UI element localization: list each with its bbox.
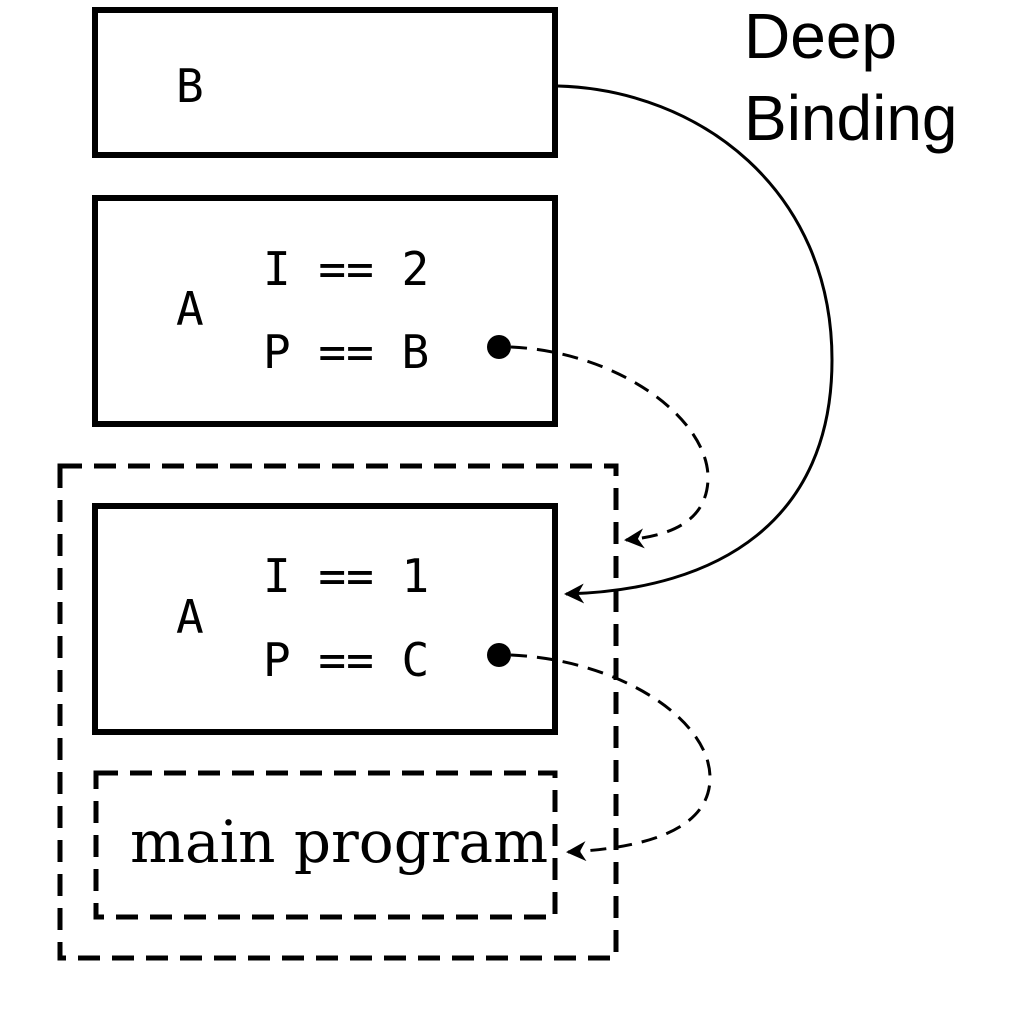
frame-a-second-var-p: P == B — [263, 325, 429, 379]
title-line-2: Binding — [744, 82, 958, 154]
frame-a-first-name: A — [176, 590, 204, 644]
frame-a-first-box — [92, 503, 558, 735]
outer-dashed-enclosure — [57, 463, 619, 961]
frame-a-second: A I == 2 P == B — [92, 195, 558, 427]
static-link-arrow-upper — [510, 345, 710, 549]
frame-a-first-pointer-dot — [487, 643, 511, 667]
frame-a-first: A I == 1 P == C — [92, 503, 558, 735]
frame-b-name: B — [176, 59, 204, 113]
frame-b: B — [92, 7, 558, 158]
deep-binding-arrow — [557, 84, 834, 604]
frame-a-second-box — [92, 195, 558, 427]
main-program-frame: main program — [93, 770, 558, 920]
frame-a-second-var-i: I == 2 — [263, 242, 429, 296]
frame-a-first-var-p: P == C — [263, 633, 429, 687]
frame-a-second-pointer-dot — [487, 335, 511, 359]
main-program-box — [93, 770, 558, 920]
static-link-arrow-lower — [510, 653, 712, 862]
frame-a-second-name: A — [176, 282, 204, 336]
frame-b-box — [92, 7, 558, 158]
title-line-1: Deep — [744, 0, 897, 72]
main-program-label: main program — [130, 808, 548, 876]
frame-a-first-var-i: I == 1 — [263, 549, 429, 603]
